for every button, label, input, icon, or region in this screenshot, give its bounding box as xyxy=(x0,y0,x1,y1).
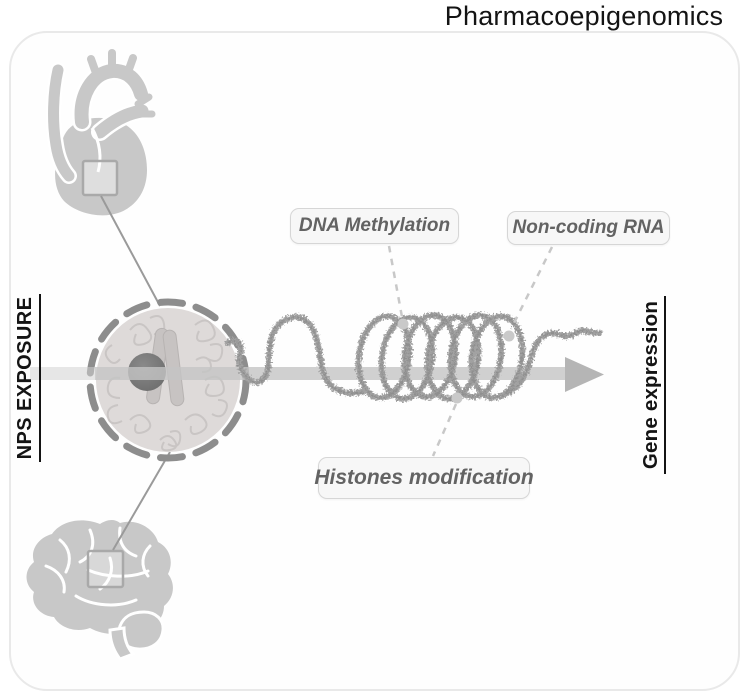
brain-icon xyxy=(26,520,173,661)
tissue-sample-square-heart xyxy=(81,159,119,197)
non-coding-rna-site-dot xyxy=(503,330,515,342)
histones-modification-site-dot xyxy=(451,392,463,404)
figure-title: Pharmacoepigenomics xyxy=(444,1,724,31)
heart-to-cell-line xyxy=(100,195,161,307)
strand-wave xyxy=(224,314,365,396)
dna-methylation-tag: DNA Methylation xyxy=(290,208,459,244)
gene-expression-label: Gene expression xyxy=(638,296,666,474)
heart-icon xyxy=(45,49,156,216)
dna-methylation-pointer-line xyxy=(387,245,404,318)
non-coding-rna-pointer-line xyxy=(509,246,554,330)
histones-modification-tag: Histones modification xyxy=(314,457,534,499)
brain-to-cell-line xyxy=(112,451,171,551)
nps-exposure-label: NPS EXPOSURE xyxy=(13,294,41,462)
dna-methylation-site-dot xyxy=(397,318,409,330)
dna-chromatin-strand xyxy=(224,312,603,402)
non-coding-rna-tag: Non-coding RNA xyxy=(507,211,670,245)
tissue-sample-square-brain xyxy=(86,549,125,589)
histones-modification-pointer-line xyxy=(431,403,458,457)
